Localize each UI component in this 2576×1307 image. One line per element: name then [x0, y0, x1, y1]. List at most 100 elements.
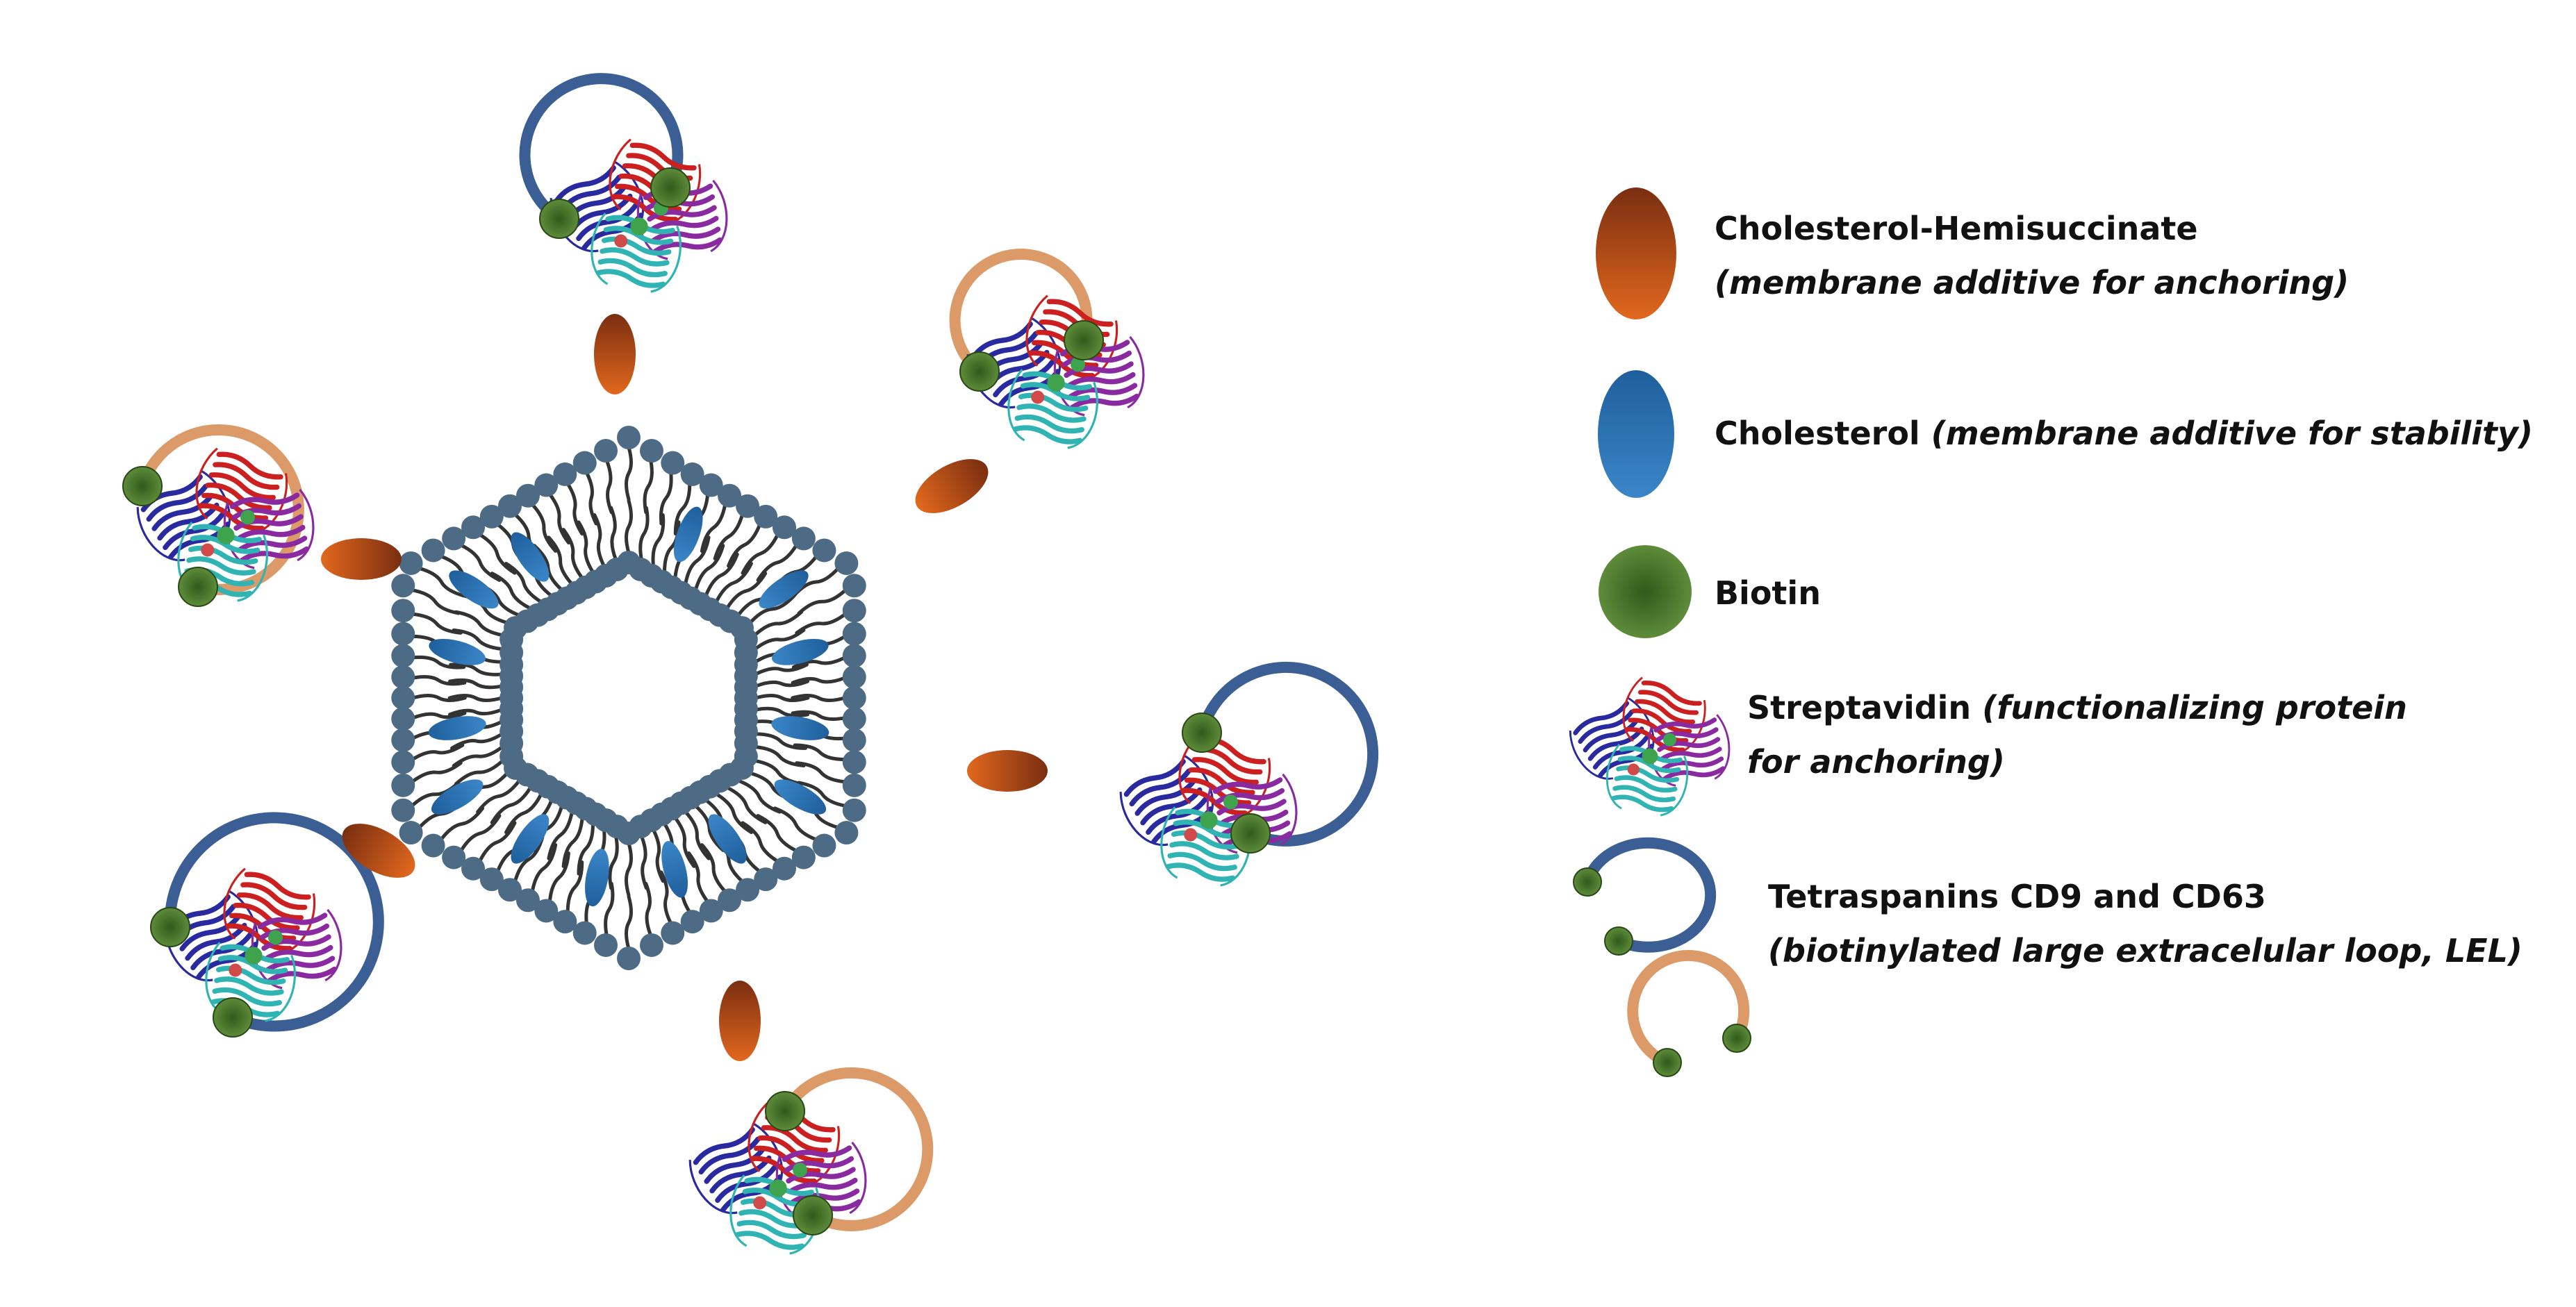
legend-icons — [1569, 188, 1751, 1077]
biotin-sphere — [959, 351, 1000, 392]
beta-strand — [649, 215, 719, 233]
lipid-tail — [756, 814, 799, 853]
lipid-head — [594, 933, 618, 957]
lipid-head — [791, 845, 816, 869]
legend-hemisuccinate-role: (membrane additive for anchoring) — [1715, 264, 2350, 301]
lipid-tail — [625, 841, 633, 897]
lipid-tail — [449, 663, 504, 676]
lipid-tail — [452, 628, 504, 651]
lipid-tail — [684, 810, 711, 860]
lipid-tail — [714, 792, 753, 835]
beta-strand — [650, 226, 721, 244]
beta-strand — [611, 194, 678, 222]
beta-strand — [263, 944, 333, 962]
legend-biotin-label: Biotin — [1715, 566, 1821, 620]
ligand-sphere — [268, 930, 283, 945]
beta-strand — [1612, 785, 1676, 803]
cholesterol-molecule — [708, 814, 747, 864]
lipid-tail — [609, 506, 618, 562]
lipid-head — [479, 867, 504, 892]
biotin-sphere — [1182, 713, 1222, 753]
beta-strand — [595, 269, 666, 288]
cholesterol-hemisuccinate-molecule — [967, 750, 1048, 792]
ligand-sphere — [229, 963, 242, 977]
biotin-sphere — [793, 1195, 833, 1235]
beta-strand — [185, 922, 247, 961]
beta-strand — [186, 556, 256, 576]
beta-strand — [1624, 726, 1685, 753]
protein-subunit — [1007, 369, 1098, 449]
lipid-tail — [791, 676, 847, 685]
lipid-tail — [411, 694, 467, 702]
ligand-sphere — [201, 543, 215, 557]
cholesterol-molecule — [585, 849, 609, 907]
cholesterol-molecule — [431, 779, 484, 815]
ligand-sphere — [217, 526, 235, 544]
lipid-head — [442, 845, 466, 869]
lipid-tail — [584, 470, 598, 526]
lipid-tail — [659, 870, 673, 926]
biotin-sphere — [1573, 867, 1602, 897]
lipid-head — [497, 878, 522, 902]
beta-strand — [197, 503, 265, 531]
cholesterol-molecule — [511, 532, 550, 582]
beta-strand — [1635, 699, 1696, 724]
beta-strand — [1637, 690, 1699, 715]
lipid-pair — [421, 763, 539, 858]
beta-strand — [217, 955, 288, 974]
ligand-sphere — [753, 1196, 767, 1210]
beta-strand — [1578, 709, 1635, 744]
streptavidin-protein — [164, 867, 342, 1022]
beta-strand — [603, 226, 674, 245]
beta-strand — [971, 321, 1033, 360]
lipid-pair — [639, 808, 685, 945]
lipid-tail — [459, 814, 502, 853]
lipid-head — [812, 833, 836, 858]
lipid-tail — [547, 851, 570, 904]
beta-strand — [993, 359, 1055, 398]
lipid-head — [617, 426, 641, 449]
lipid-head — [442, 526, 466, 551]
beta-strand — [233, 902, 300, 931]
biotin-sphere — [1064, 320, 1104, 360]
beta-strand — [267, 966, 337, 983]
lipid-head — [534, 899, 559, 923]
lipid-head — [572, 451, 597, 475]
beta-strand — [214, 976, 284, 996]
lipid-tail — [454, 758, 505, 786]
beta-strand — [208, 472, 276, 501]
beta-strand — [629, 142, 697, 171]
beta-strand — [1066, 372, 1136, 389]
lipid-head — [461, 856, 486, 881]
legend-streptavidin-icon — [1569, 676, 1731, 817]
beta-strand — [1171, 830, 1241, 850]
lipid-tail — [725, 572, 768, 610]
ligand-sphere — [793, 1163, 807, 1178]
biotin-sphere — [122, 466, 163, 506]
lipid-tail — [741, 533, 780, 575]
lipid-head — [553, 910, 577, 934]
lipid-tail — [625, 499, 633, 555]
beta-strand — [1173, 819, 1244, 839]
lipid-tail — [727, 522, 762, 568]
cholesterol-hemisuccinate-molecule — [321, 538, 402, 580]
legend-streptavidin-role-line1: (functionalizing protein — [1982, 689, 2407, 726]
lipid-tail — [797, 588, 848, 615]
lipid-tail — [565, 860, 584, 915]
legend-tetraspanins-label: Tetraspanins CD9 and CD63 (biotinylated … — [1768, 869, 2523, 978]
lipid-head — [497, 494, 522, 518]
legend-cholesterol-name: Cholesterol — [1715, 415, 1920, 452]
beta-strand — [1180, 788, 1248, 816]
beta-strand — [1020, 382, 1091, 401]
lipid-head — [680, 462, 704, 486]
lipid-head — [534, 473, 559, 497]
streptavidin-protein — [136, 447, 315, 602]
beta-strand — [257, 913, 328, 930]
beta-strand — [188, 545, 258, 565]
legend-biotin-icon — [1599, 545, 1692, 638]
anchor-cluster — [519, 73, 728, 394]
legend-cd9-loop-icon — [1582, 837, 1717, 953]
beta-strand — [789, 1188, 860, 1206]
cholesterol-molecule — [449, 570, 499, 609]
lipid-tail — [547, 810, 574, 860]
